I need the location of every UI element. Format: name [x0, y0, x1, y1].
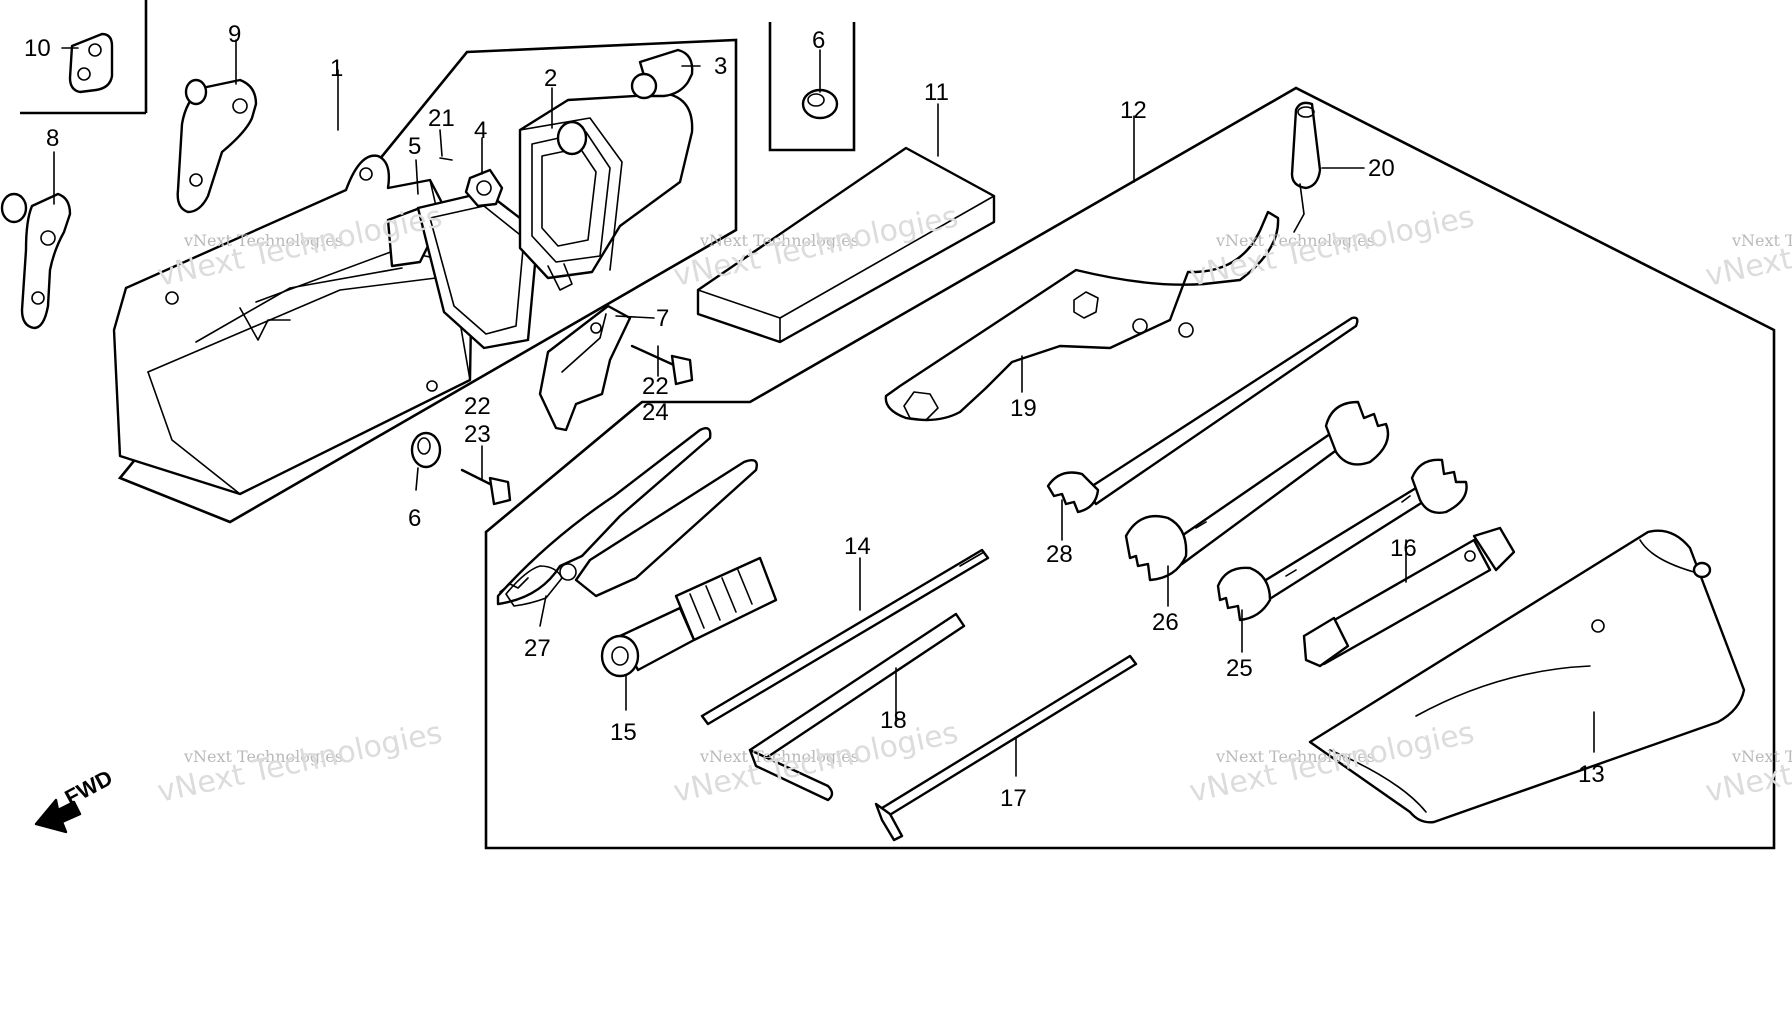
- screwdriver-shaft-part-14: [700, 548, 990, 726]
- inset-box-10: [20, 0, 148, 115]
- hex-key-part-17: [874, 654, 1138, 842]
- cover-part-2: [518, 92, 694, 291]
- callout-26: 26: [1152, 609, 1179, 636]
- callout-14: 14: [844, 533, 871, 560]
- watermark-8: vNext Technologies vNext Technologies: [1702, 715, 1792, 810]
- svg-text:vNext Technologies: vNext Technologies: [1731, 747, 1792, 766]
- tool-bag-part-13: [1308, 529, 1746, 824]
- callout-16: 16: [1390, 535, 1417, 562]
- callout-11: 11: [924, 79, 949, 106]
- watermark-5: vNext Technologies vNext Technologies: [154, 715, 445, 810]
- bolt-part-23: [460, 468, 512, 506]
- foam-block-part-11: [696, 146, 996, 344]
- svg-text:vNext Technologies: vNext Technologies: [1215, 231, 1375, 250]
- callout-4: 4: [474, 117, 487, 144]
- wrench-part-26: [1124, 400, 1390, 582]
- svg-text:vNext Technologies: vNext Technologies: [183, 747, 343, 766]
- wrench-part-28: [1046, 316, 1359, 514]
- callout-18: 18: [880, 707, 907, 734]
- callout-27: 27: [524, 635, 551, 662]
- callout-8: 8: [46, 125, 59, 152]
- nut-part-4: [464, 168, 504, 208]
- callout-3: 3: [714, 53, 727, 80]
- callout-25: 25: [1226, 655, 1253, 682]
- inset-box-6: [768, 22, 856, 152]
- pin-part-21: [439, 157, 453, 161]
- screwdriver-part-15: [600, 556, 778, 678]
- callout-22-upper: 22: [642, 373, 669, 400]
- callout-23: 23: [464, 421, 491, 448]
- svg-text:vNext Technologies: vNext Technologies: [183, 231, 343, 250]
- callout-2: 2: [544, 65, 557, 92]
- tool-kit-outline: [484, 86, 1776, 850]
- pliers-part-27: [496, 427, 758, 607]
- fwd-label: FWD: [61, 765, 117, 811]
- callout-9: 9: [228, 21, 241, 48]
- bracket-part-8: [0, 192, 72, 330]
- callout-28: 28: [1046, 541, 1073, 568]
- callout-7: 7: [656, 305, 669, 332]
- bracket-part-9: [176, 78, 258, 214]
- callout-6-lower: 6: [408, 505, 421, 532]
- callout-5: 5: [408, 133, 421, 160]
- connector-part-20: [1290, 101, 1322, 233]
- callout-12: 12: [1120, 97, 1147, 124]
- callout-13: 13: [1578, 761, 1605, 788]
- bolt-part-3: [630, 48, 694, 100]
- collar-part-6-lower: [410, 431, 442, 469]
- svg-text:vNext Technologies: vNext Technologies: [699, 231, 859, 250]
- bolt-part-22-upper: [630, 344, 694, 386]
- tool-tray-outline: [117, 38, 738, 524]
- box-wrench-part-16: [1302, 526, 1516, 668]
- bracket-part-7: [538, 304, 632, 432]
- callout-24: 24: [642, 399, 669, 426]
- svg-text:vNext Technologies: vNext Technologies: [1215, 747, 1375, 766]
- spanner-part-19: [884, 210, 1280, 422]
- callout-22-lower: 22: [464, 393, 491, 420]
- callout-20: 20: [1368, 155, 1395, 182]
- svg-text:vNext Technologies: vNext Technologies: [1731, 231, 1792, 250]
- watermark-4: vNext Technologies vNext Technologies: [1702, 199, 1792, 294]
- callout-6-upper: 6: [812, 27, 825, 54]
- callout-21: 21: [428, 105, 455, 132]
- callout-10: 10: [24, 35, 51, 62]
- watermark-3: vNext Technologies vNext Technologies: [1186, 199, 1477, 294]
- wrench-part-25: [1216, 458, 1468, 622]
- leader-lines: [53, 39, 1595, 777]
- hex-key-part-18: [748, 612, 966, 802]
- callout-17: 17: [1000, 785, 1027, 812]
- svg-text:vNext Technologies: vNext Technologies: [699, 747, 859, 766]
- bracket-part-10: [68, 32, 114, 94]
- collar-part-6-upper: [801, 88, 839, 120]
- fwd-arrow: FWD: [34, 765, 117, 834]
- callout-15: 15: [610, 719, 637, 746]
- callout-labels: 10 9 8 1 2 3 6 21 5 4 7 11 12 20 19 22 2…: [24, 21, 1605, 812]
- callout-1: 1: [330, 55, 343, 82]
- callout-19: 19: [1010, 395, 1037, 422]
